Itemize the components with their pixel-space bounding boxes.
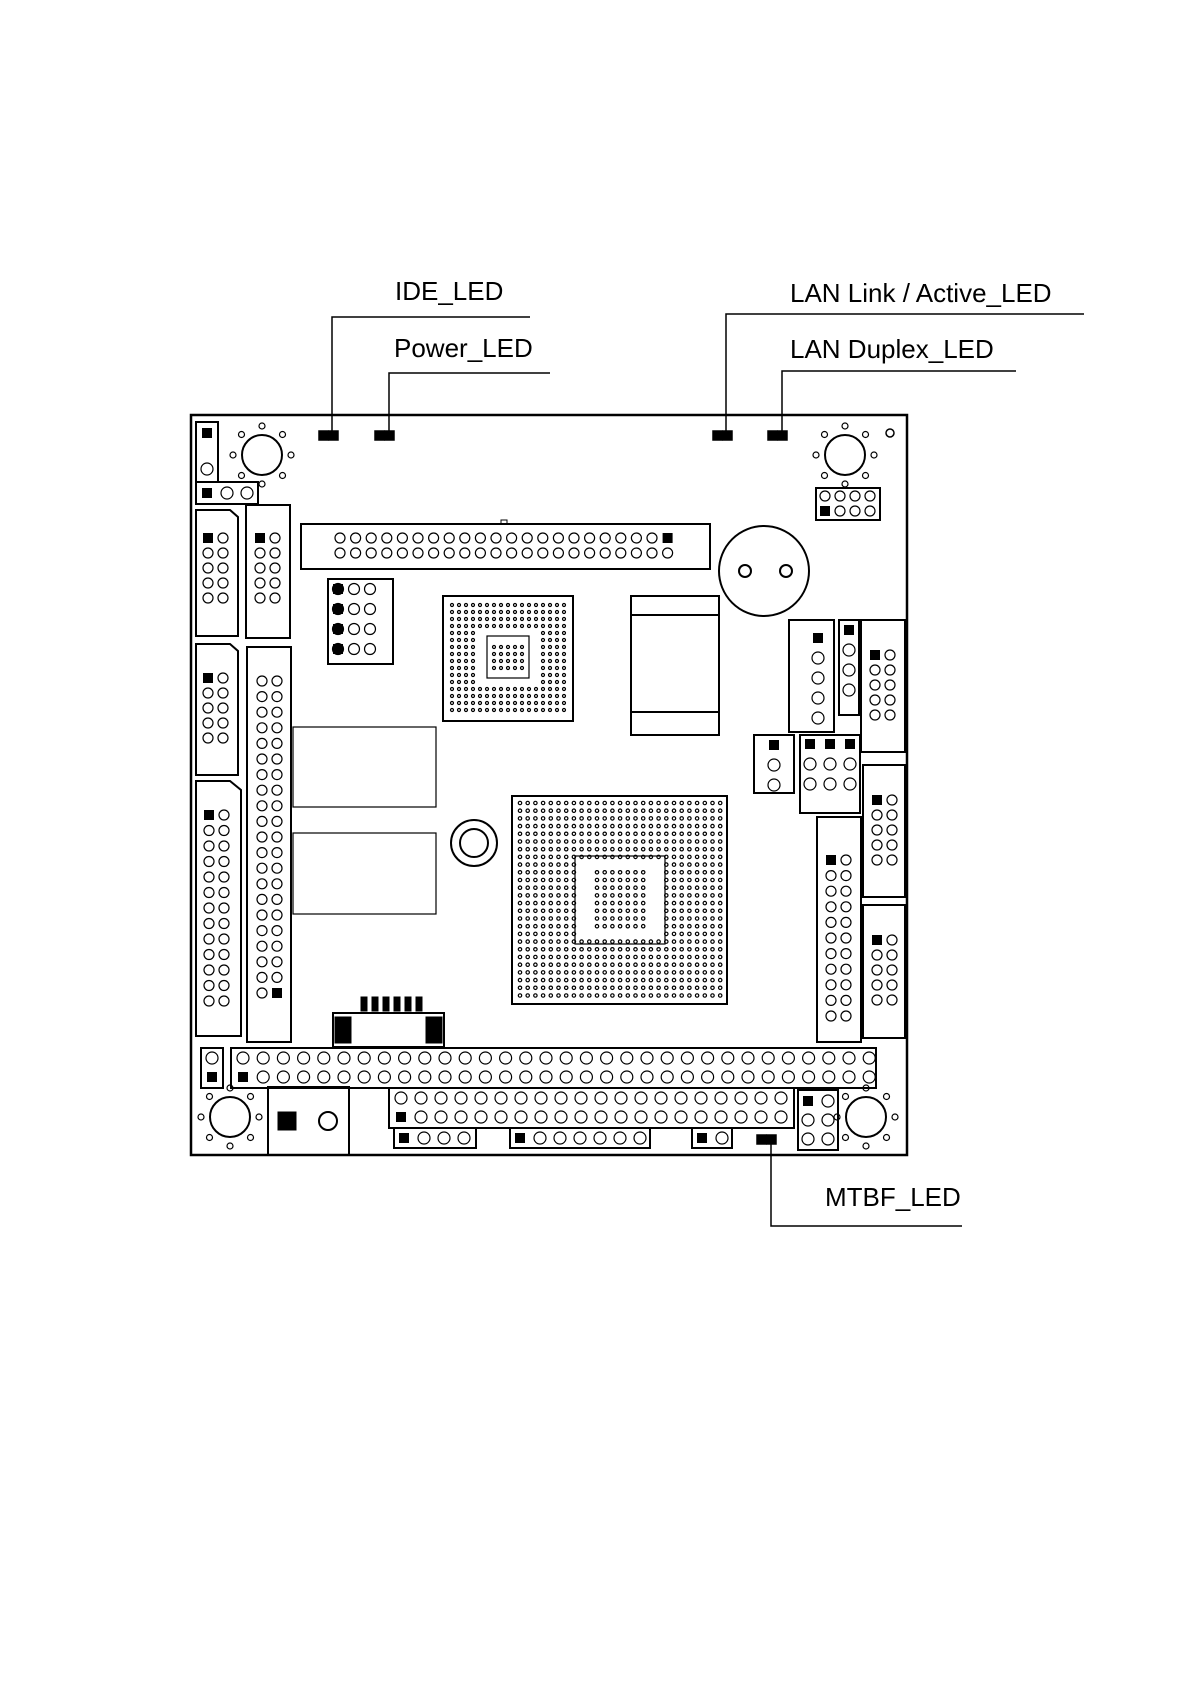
pc104-secondary-connector — [389, 1088, 794, 1128]
chip-outline-upper — [293, 727, 436, 807]
header-left-3 — [196, 644, 238, 775]
header-left-2 — [246, 505, 290, 638]
header-right-3 — [863, 905, 905, 1038]
power-component — [631, 596, 719, 735]
battery — [719, 526, 809, 616]
lan-duplex-led-label: LAN Duplex_LED — [790, 334, 994, 364]
mounting-hole-top-left — [242, 435, 282, 475]
power-led-label: Power_LED — [394, 333, 533, 363]
header-right-long — [817, 817, 861, 1042]
leader-lines — [332, 314, 1084, 1226]
connector-right-5pin — [789, 620, 834, 732]
mtbf-led-label: MTBF_LED — [825, 1182, 961, 1212]
round-component — [451, 820, 497, 866]
header-left-long — [247, 647, 291, 1042]
chip-outline-lower — [293, 833, 436, 914]
mtbf-led — [757, 1135, 776, 1144]
lan-link-active-led-label: LAN Link / Active_LED — [790, 278, 1052, 308]
ide-connector-top — [301, 524, 710, 569]
mounting-hole-top-right — [825, 435, 865, 475]
fiducial-mark — [886, 429, 894, 437]
ide-led-label: IDE_LED — [395, 276, 503, 306]
header-7pin-bottom — [510, 1128, 650, 1148]
lan-duplex-led — [768, 431, 787, 440]
mounting-hole-bottom-left — [210, 1097, 250, 1137]
power-led — [375, 431, 394, 440]
mounting-hole-bottom-right — [846, 1097, 886, 1137]
bga-chip-small — [443, 596, 573, 721]
header-left-1 — [196, 510, 238, 636]
header-right-2 — [863, 765, 905, 897]
header-right-1 — [861, 620, 905, 752]
lan-link-active-led — [713, 431, 732, 440]
ide-led — [319, 431, 338, 440]
